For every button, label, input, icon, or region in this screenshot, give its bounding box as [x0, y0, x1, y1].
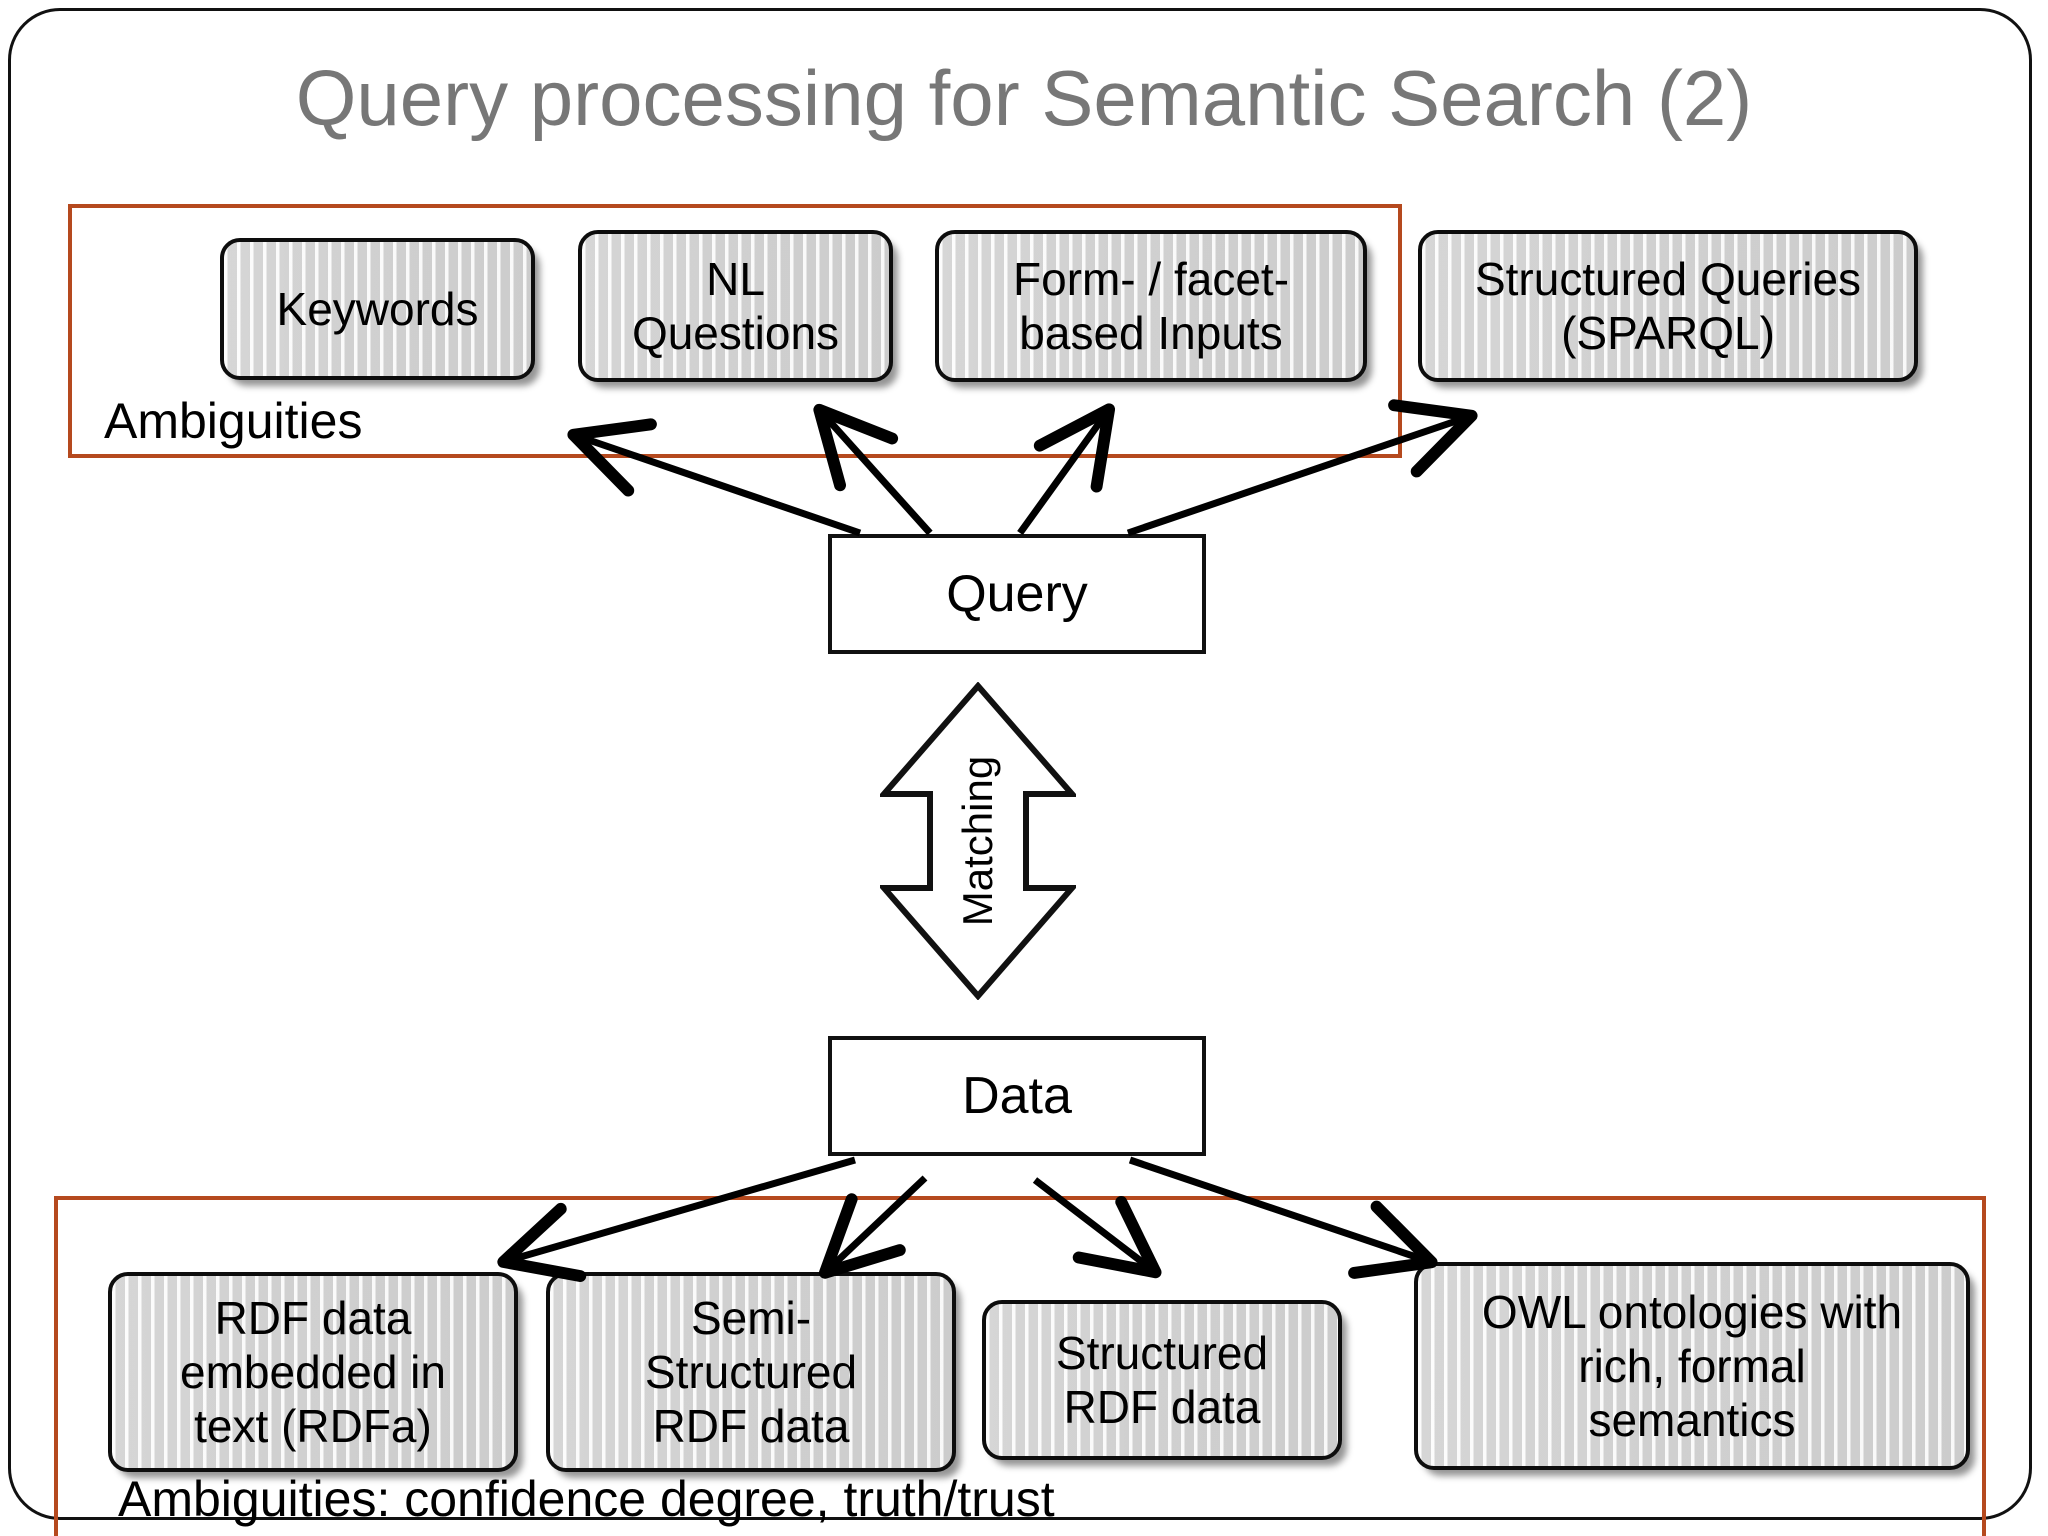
node-keywords-label: Keywords — [276, 282, 479, 335]
node-keywords[interactable]: Keywords — [220, 238, 535, 380]
node-rdf-data-rdfa[interactable]: RDF data embedded in text (RDFa) — [108, 1272, 518, 1472]
node-semi-structured-rdf-label: Semi- Structured RDF data — [644, 1291, 858, 1453]
node-structured-rdf-data-label: Structured RDF data — [1055, 1326, 1269, 1433]
page-title: Query processing for Semantic Search (2) — [295, 54, 1753, 142]
double-headed-vertical-arrow-icon — [880, 682, 1076, 1000]
node-form-facet-inputs-label: Form- / facet- based Inputs — [1012, 252, 1290, 359]
data-group-box — [54, 1196, 1986, 1536]
node-structured-queries[interactable]: Structured Queries (SPARQL) — [1418, 230, 1918, 382]
node-form-facet-inputs[interactable]: Form- / facet- based Inputs — [935, 230, 1367, 382]
node-rdf-data-rdfa-label: RDF data embedded in text (RDFa) — [180, 1291, 446, 1453]
node-structured-queries-label: Structured Queries (SPARQL) — [1474, 252, 1862, 359]
ambiguities-top-label: Ambiguities — [104, 393, 363, 449]
node-data-label: Data — [962, 1067, 1072, 1125]
node-query-label: Query — [946, 565, 1088, 623]
node-query[interactable]: Query — [828, 534, 1206, 654]
node-owl-ontologies[interactable]: OWL ontologies with rich, formal semanti… — [1414, 1262, 1970, 1470]
node-owl-ontologies-label: OWL ontologies with rich, formal semanti… — [1481, 1285, 1903, 1447]
ambiguities-bottom-label: Ambiguities: confidence degree, truth/tr… — [118, 1471, 1055, 1527]
node-nl-questions[interactable]: NL Questions — [578, 230, 893, 382]
node-data[interactable]: Data — [828, 1036, 1206, 1156]
node-nl-questions-label: NL Questions — [631, 252, 840, 359]
node-semi-structured-rdf[interactable]: Semi- Structured RDF data — [546, 1272, 956, 1472]
node-structured-rdf-data[interactable]: Structured RDF data — [982, 1300, 1342, 1460]
